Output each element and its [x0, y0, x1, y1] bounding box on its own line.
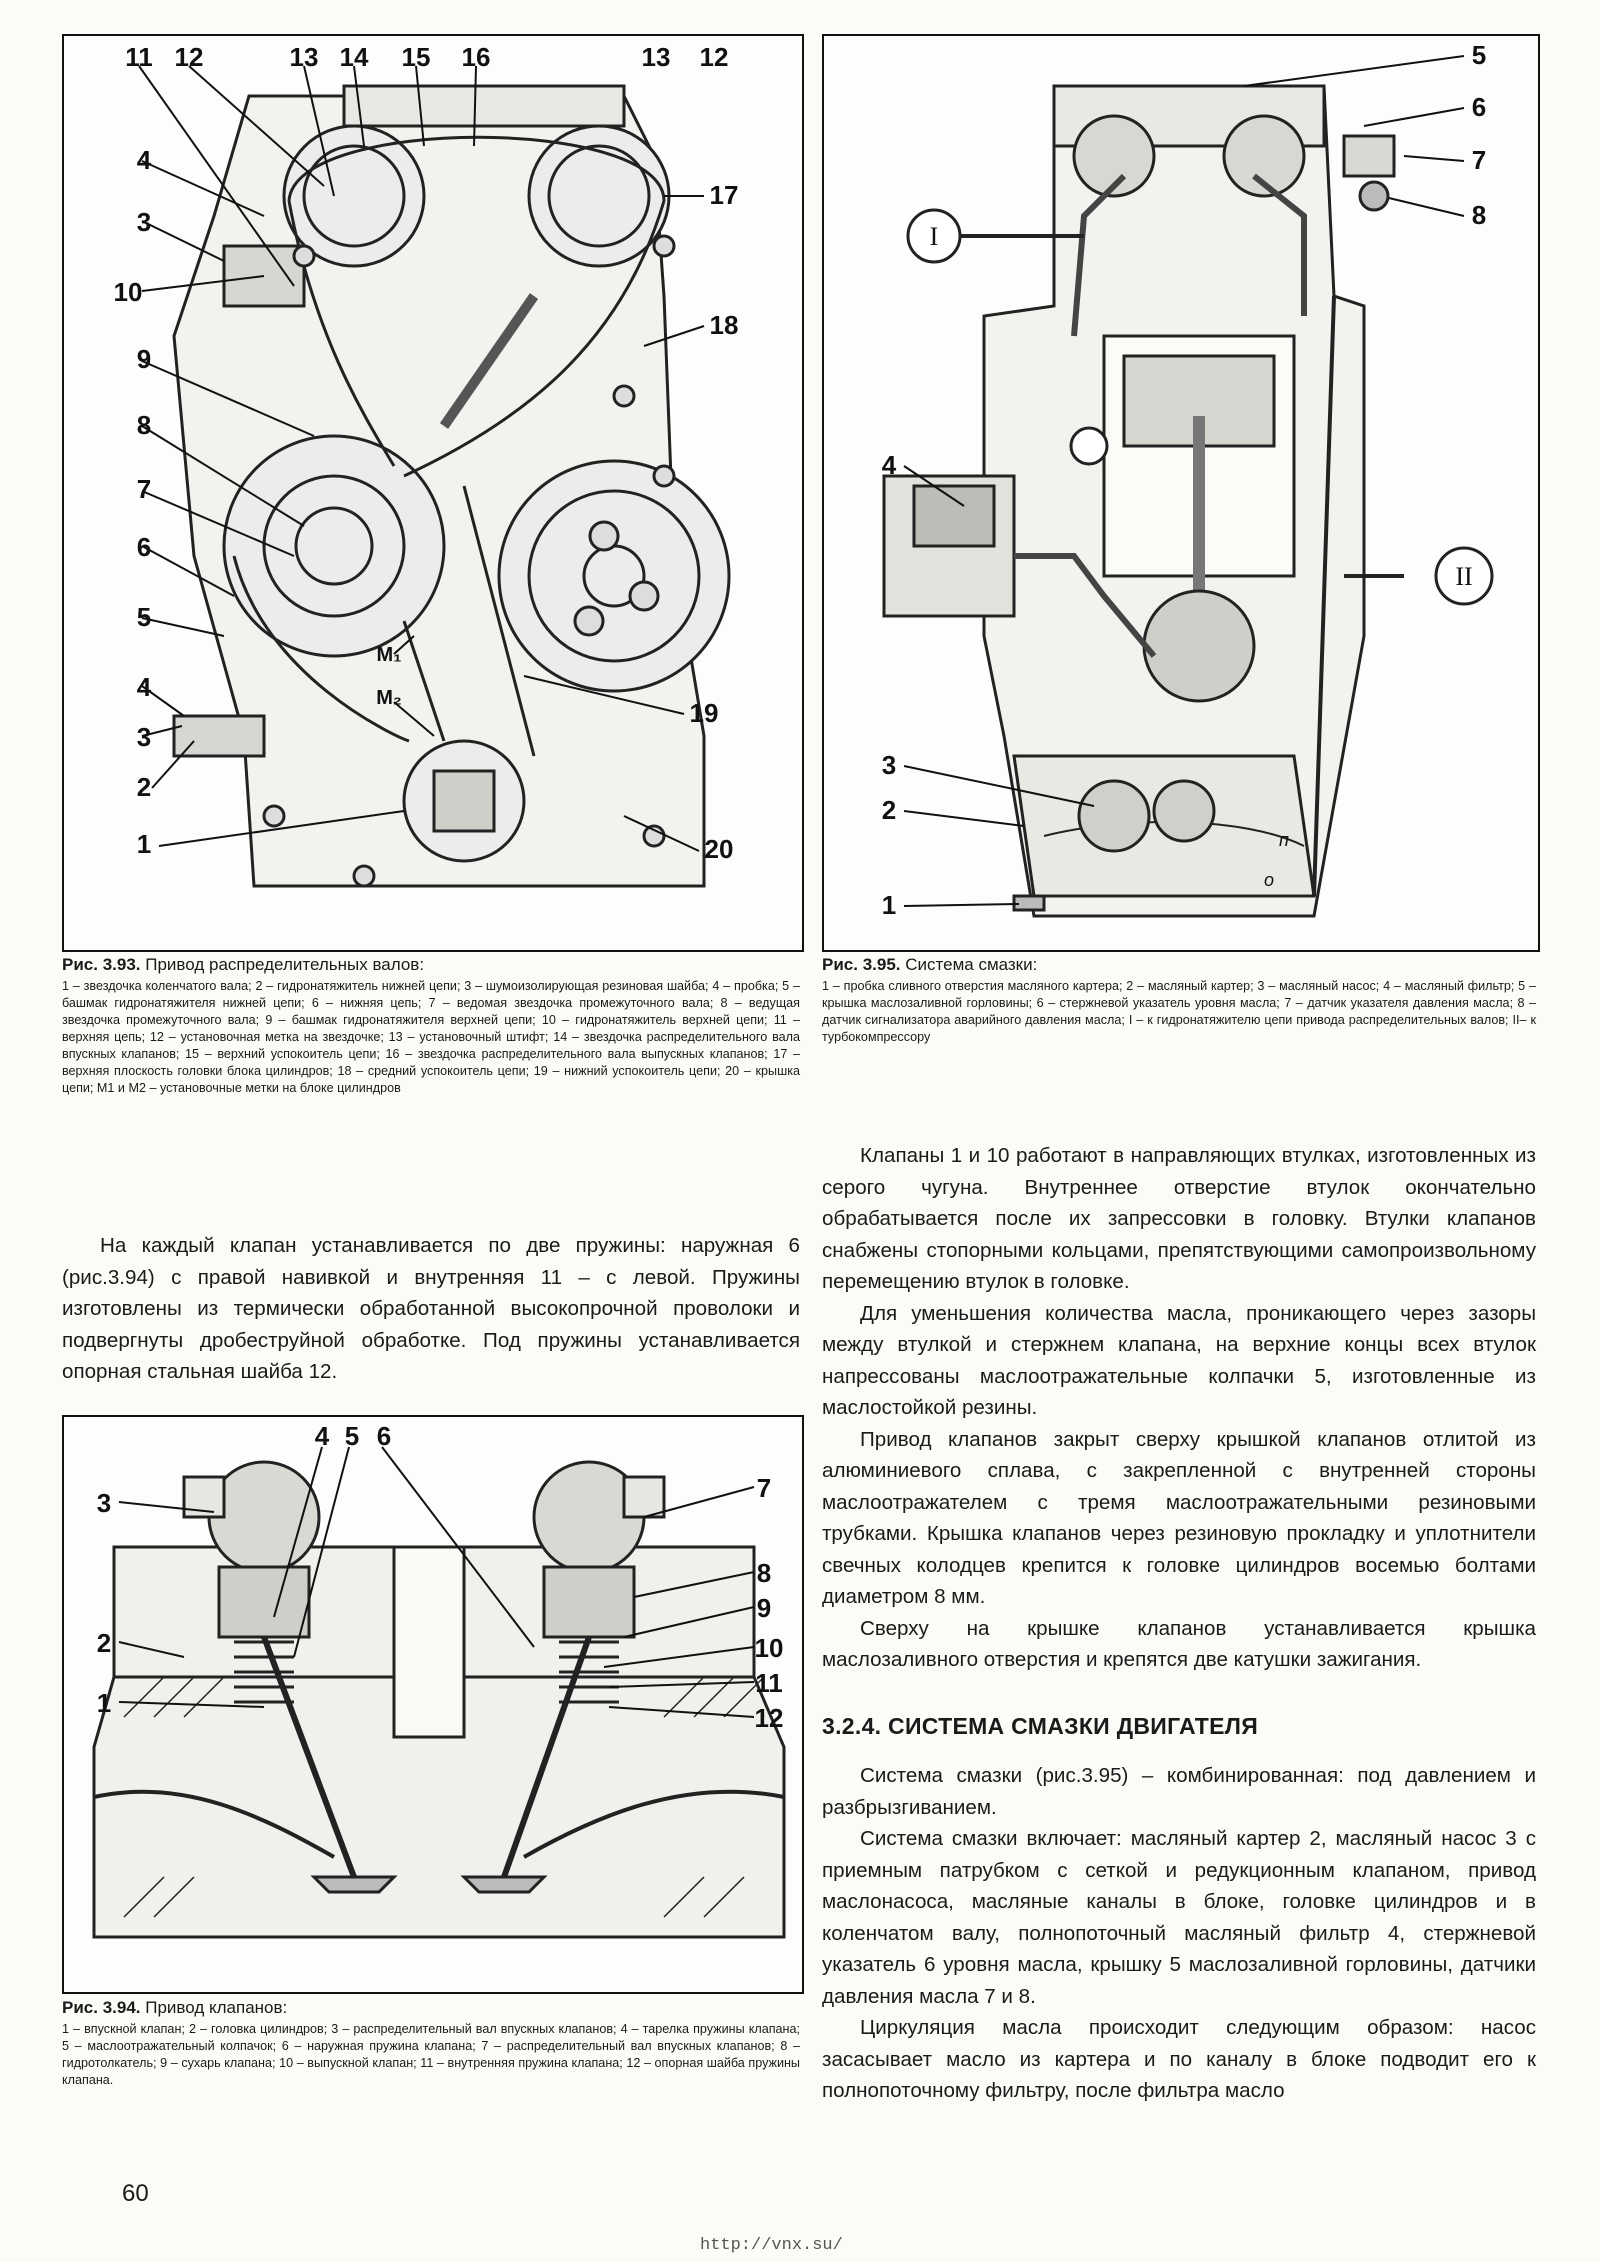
right-text-lubrication: Система смазки (рис.3.95) – комбинирован…: [822, 1760, 1536, 2107]
callout-2: 2: [97, 1628, 111, 1658]
right-text-valves: Клапаны 1 и 10 работают в направляющих в…: [822, 1140, 1536, 1676]
caption-name: Привод клапанов:: [145, 1998, 288, 2017]
callout-5: 5: [345, 1421, 359, 1451]
caption-fig-3-94: Рис. 3.94. Привод клапанов: 1 – впускной…: [62, 1998, 800, 2089]
callout-15: 15: [402, 42, 431, 72]
footer-url[interactable]: http://vnx.su/: [700, 2236, 843, 2255]
caption-label: Рис. 3.94.: [62, 1998, 141, 2017]
callout-4: 4: [882, 450, 897, 480]
paragraph: Клапаны 1 и 10 работают в направляющих в…: [822, 1144, 1536, 1293]
paragraph: Циркуляция масла происходит следующим об…: [822, 2016, 1536, 2102]
lubrication-system-diagram: 1 2 3 4 5 6 7 8 I II п о: [882, 40, 1494, 920]
paragraph: Для уменьшения количества масла, проника…: [822, 1301, 1536, 1420]
page-number: 60: [122, 2180, 149, 2207]
callout-14: 14: [340, 42, 369, 72]
callout-6: 6: [377, 1421, 391, 1451]
callout-3: 3: [882, 750, 896, 780]
section-heading: 3.2.4. СИСТЕМА СМАЗКИ ДВИГАТЕЛЯ: [822, 1713, 1259, 1739]
callout-11: 11: [755, 1668, 783, 1698]
callout-1: 1: [137, 829, 151, 859]
callout-8: 8: [757, 1558, 771, 1588]
marker-i: I: [930, 222, 939, 251]
callout-10: 10: [755, 1633, 784, 1663]
callout-4: 4: [315, 1421, 330, 1451]
caption-fig-3-93: Рис. 3.93. Привод распределительных вало…: [62, 955, 800, 1097]
callout-3-lower: 3: [137, 722, 151, 752]
level-mark-o: о: [1264, 870, 1274, 890]
callout-6: 6: [137, 532, 151, 562]
callout-3: 3: [137, 207, 151, 237]
callout-9: 9: [757, 1593, 771, 1623]
caption-body: 1 – звездочка коленчатого вала; 2 – гидр…: [62, 979, 800, 1095]
caption-body: 1 – пробка сливного отверстия масляного …: [822, 979, 1536, 1044]
figure-3-94-valve-drive: 1 2 3 4 5 6 7 8 9 10 11 12: [62, 1415, 804, 1994]
callout-4: 4: [137, 145, 152, 175]
callout-11: 11: [125, 42, 153, 72]
callout-1: 1: [97, 1688, 111, 1718]
callout-6: 6: [1472, 92, 1486, 122]
callout-17: 17: [710, 180, 739, 210]
caption-name: Привод распределительных валов:: [145, 955, 425, 974]
level-mark-p: п: [1279, 830, 1289, 850]
callout-13: 13: [290, 42, 319, 72]
callout-16: 16: [462, 42, 491, 72]
callout-5: 5: [137, 602, 151, 632]
callout-7: 7: [757, 1473, 771, 1503]
caption-fig-3-95: Рис. 3.95. Система смазки: 1 – пробка сл…: [822, 955, 1536, 1046]
camshaft-drive-diagram: 1 2 3 4 5 6 7 8 9 10 3 4 11 12 13 14 15 …: [114, 42, 739, 888]
callout-8: 8: [137, 410, 151, 440]
callout-2: 2: [137, 772, 151, 802]
callout-13-right: 13: [642, 42, 671, 72]
paragraph: Сверху на крышке клапанов устанавливаетс…: [822, 1616, 1536, 1672]
caption-name: Система смазки:: [905, 955, 1038, 974]
callout-12: 12: [175, 42, 204, 72]
marker-ii: II: [1455, 562, 1472, 591]
callout-12: 12: [755, 1703, 784, 1733]
callout-7: 7: [1472, 145, 1486, 175]
figure-3-93-camshaft-drive: 1 2 3 4 5 6 7 8 9 10 3 4 11 12 13 14 15 …: [62, 34, 804, 952]
left-text-springs: На каждый клапан устанавливается по две …: [62, 1230, 800, 1388]
callout-m1: M₁: [377, 644, 402, 666]
valve-drive-diagram: 1 2 3 4 5 6 7 8 9 10 11 12: [92, 1421, 786, 1939]
paragraph: На каждый клапан устанавливается по две …: [62, 1234, 800, 1383]
figure-3-95-lubrication-system: 1 2 3 4 5 6 7 8 I II п о: [822, 34, 1540, 952]
paragraph: Система смазки включает: масляный картер…: [822, 1827, 1536, 2008]
callout-5: 5: [1472, 40, 1486, 70]
caption-label: Рис. 3.95.: [822, 955, 901, 974]
caption-body: 1 – впускной клапан; 2 – головка цилиндр…: [62, 2022, 800, 2087]
caption-label: Рис. 3.93.: [62, 955, 141, 974]
paragraph: Привод клапанов закрыт сверху крышкой кл…: [822, 1427, 1536, 1609]
callout-8: 8: [1472, 200, 1486, 230]
callout-4-lower: 4: [137, 672, 152, 702]
callout-7: 7: [137, 474, 151, 504]
callout-3: 3: [97, 1488, 111, 1518]
callout-19: 19: [690, 698, 719, 728]
callout-9: 9: [137, 344, 151, 374]
callout-18: 18: [710, 310, 739, 340]
callout-2: 2: [882, 795, 896, 825]
callout-1: 1: [882, 890, 896, 920]
callout-20: 20: [705, 834, 734, 864]
callout-m2: M₂: [376, 687, 402, 709]
paragraph: Система смазки (рис.3.95) – комбинирован…: [822, 1764, 1536, 1819]
callout-10: 10: [114, 277, 143, 307]
callout-12-right: 12: [700, 42, 729, 72]
